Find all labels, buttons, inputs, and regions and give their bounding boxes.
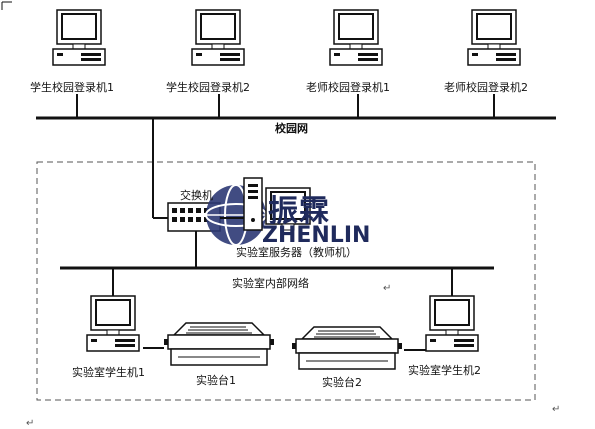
switch-label: 交换机 [180,189,213,202]
server-tower-icon [243,177,263,231]
computer-icon [191,9,245,66]
computer-icon [467,9,521,66]
corner-mark [1,1,12,10]
lab-student-2-label: 实验室学生机2 [408,364,481,377]
watermark-text-en: ZHENLIN [262,223,371,248]
student-login-2-label: 学生校园登录机2 [166,81,250,94]
internal-network-label: 实验室内部网络 [232,277,309,290]
return-mark: ↵ [383,283,392,294]
return-mark: ↵ [26,418,35,429]
return-mark: ↵ [552,404,561,415]
watermark-text-cn: 振霖 [268,194,330,229]
computer-icon [329,9,383,66]
lab-bench-icon [291,326,403,370]
bench-2-label: 实验台2 [322,376,362,389]
teacher-login-2-label: 老师校园登录机2 [444,81,528,94]
teacher-login-1-label: 老师校园登录机1 [306,81,390,94]
student-login-1-label: 学生校园登录机1 [30,81,114,94]
lab-bench-icon [163,322,275,366]
server-label: 实验室服务器（教师机） [236,246,357,259]
computer-icon [425,295,479,352]
campus-network-label: 校园网 [275,122,308,135]
server-monitor-icon [265,187,311,231]
bench-1-label: 实验台1 [196,374,236,387]
computer-icon [52,9,106,66]
computer-icon [86,295,140,352]
lab-boundary [36,161,536,401]
lab-student-1-label: 实验室学生机1 [72,366,145,379]
